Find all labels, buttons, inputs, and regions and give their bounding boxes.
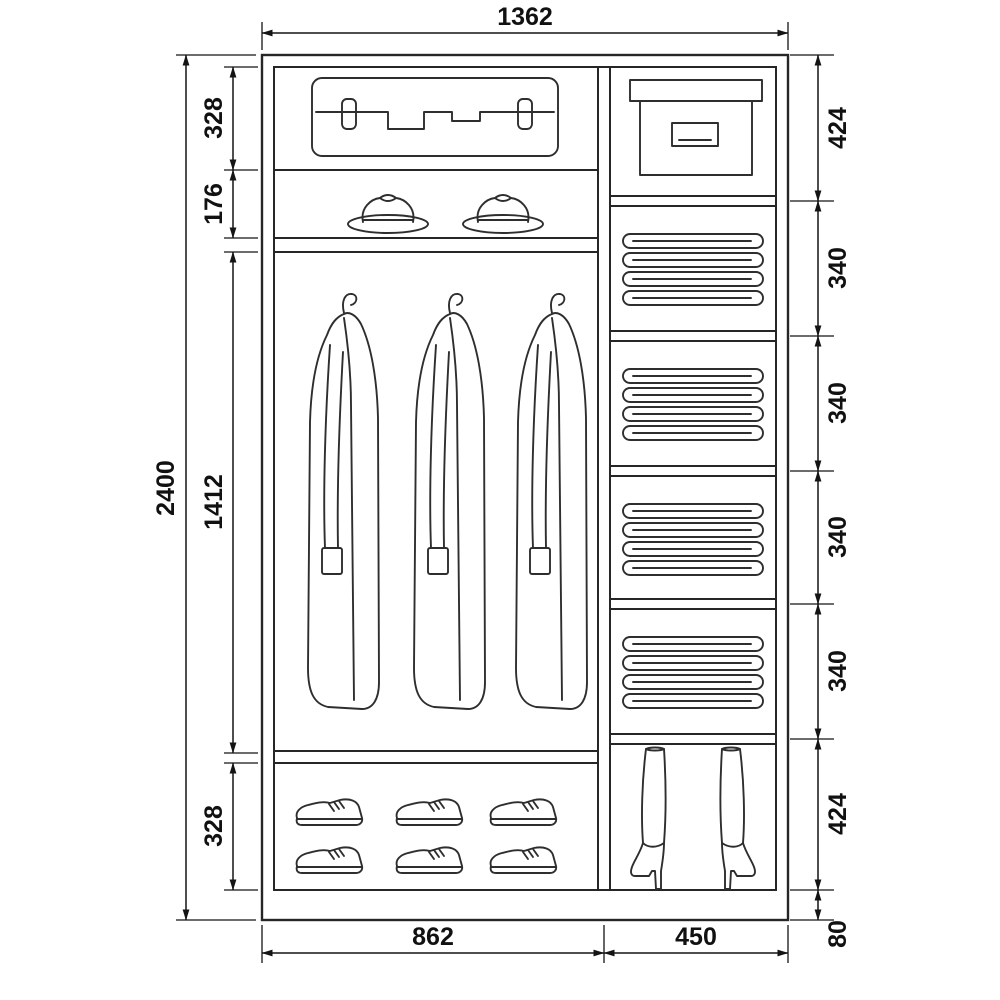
- dim-overall-width-group: 1362: [261, 3, 789, 50]
- dim-left-sections-group: 328 176 1412 328: [200, 66, 258, 891]
- dim-right-2: 340: [824, 247, 852, 289]
- storage-box-icon: [629, 79, 763, 176]
- shoe-shelf: [273, 750, 599, 764]
- linen-stack-icon-3: [623, 504, 763, 575]
- box-label: [671, 122, 719, 147]
- suitcase-handle: [315, 111, 555, 130]
- linen-stack-icon-4: [623, 637, 763, 708]
- right-shelf-3: [609, 465, 777, 477]
- dim-overall-height: 2400: [152, 460, 180, 516]
- hat-shelf: [273, 237, 599, 253]
- suitcase-clasp-left: [341, 98, 357, 130]
- dim-bottom-widths-group: 862 450: [261, 923, 789, 963]
- shoe-icon-3: [489, 798, 558, 826]
- boot-icon-right: [719, 746, 756, 890]
- dim-overall-width: 1362: [497, 3, 553, 31]
- right-shelf-1: [609, 195, 777, 207]
- coat-icon-2: [413, 292, 486, 710]
- right-shelf-2: [609, 330, 777, 342]
- wardrobe-frame: [260, 53, 790, 922]
- wardrobe-outline: [260, 53, 790, 922]
- dim-shoe-section: 328: [200, 805, 228, 847]
- dim-right-column-width: 450: [675, 923, 717, 951]
- dim-right-5: 340: [824, 650, 852, 692]
- carcass-outline: [273, 66, 777, 891]
- suitcase-body: [311, 77, 559, 157]
- dim-overall-height-group: 2400: [152, 54, 256, 921]
- dim-hanging-section: 1412: [200, 474, 228, 530]
- dim-left-column-width: 862: [412, 923, 454, 951]
- hat-icon-1: [347, 194, 429, 234]
- right-shelf-4: [609, 598, 777, 610]
- dim-right-6: 424: [824, 793, 852, 835]
- dim-right-1: 424: [824, 107, 852, 149]
- coat-icon-1: [307, 292, 380, 710]
- shoe-icon-1: [295, 798, 364, 826]
- shoe-icon-6: [489, 846, 558, 874]
- suitcase-icon: [311, 77, 559, 157]
- box-lid: [629, 79, 763, 102]
- dim-right-sections-group: 424 340 340 340 340 424 80: [790, 54, 852, 948]
- dim-right-3: 340: [824, 382, 852, 424]
- linen-stack-icon-1: [623, 234, 763, 305]
- shoe-icon-5: [395, 846, 464, 874]
- shoe-icon-2: [395, 798, 464, 826]
- hat-icon-2: [462, 194, 544, 234]
- box-body: [639, 100, 753, 176]
- linen-stack-icon-2: [623, 369, 763, 440]
- dim-hat-shelf: 176: [200, 183, 228, 225]
- coat-icon-3: [515, 292, 588, 710]
- shoe-icon-4: [295, 846, 364, 874]
- dim-plinth: 80: [824, 920, 852, 948]
- boot-icon-left: [630, 746, 667, 890]
- dim-top-section: 328: [200, 97, 228, 139]
- right-shelf-5: [609, 733, 777, 745]
- dim-right-4: 340: [824, 516, 852, 558]
- suitcase-clasp-right: [517, 98, 533, 130]
